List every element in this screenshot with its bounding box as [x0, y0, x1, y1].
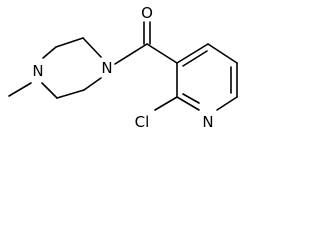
bond-c3-c4-inner: [182, 50, 208, 67]
bond-c4-c5: [207, 43, 238, 64]
bond-n1-c2: [82, 37, 102, 58]
atom-label-oxygen: O: [141, 4, 153, 22]
carbonyl-double-bond: [143, 21, 151, 45]
bond-n1-carbonyl-carbon: [114, 43, 148, 65]
bond-c3-n4: [42, 46, 57, 59]
bond-c6-n1: [83, 77, 102, 91]
atom-label-pyridine-nitrogen: N: [202, 113, 213, 131]
bond-c2-cl: [154, 96, 178, 111]
bond-n1-c2: [176, 96, 200, 111]
bond-n4-methyl: [8, 82, 32, 97]
atom-label-chlorine: Cl: [135, 113, 150, 131]
chemical-structure-diagram: O N N N Cl: [8, 4, 238, 131]
piperazine-ring: [41, 37, 102, 99]
bond-n1-c2-inner: [182, 93, 200, 104]
bond-c2-c3: [55, 37, 84, 48]
bond-n4-c5: [41, 82, 58, 99]
atom-label-piperazine-nitrogen-amide: N: [101, 59, 112, 77]
pyridine-ring: [176, 43, 238, 111]
atom-label-piperazine-nitrogen-methyl: N: [32, 62, 43, 80]
bond-c3-c4: [176, 43, 209, 64]
bond-carbonyl-pyridine: [146, 43, 178, 64]
bond-c6-n1: [216, 96, 238, 111]
bond-c5-c6: [56, 89, 85, 99]
